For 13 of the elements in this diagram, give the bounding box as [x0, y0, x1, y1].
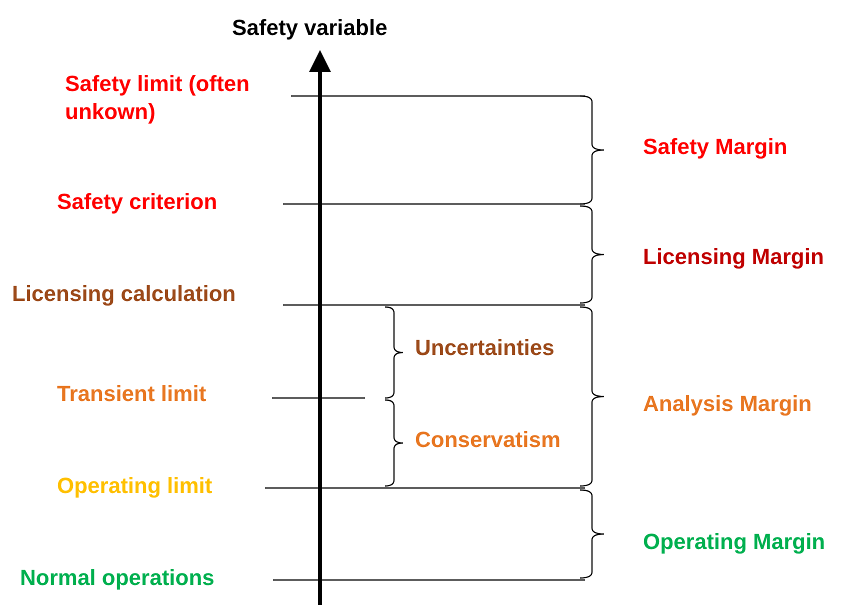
axis-title: Safety variable: [232, 14, 388, 42]
bracket-label: Uncertainties: [415, 334, 554, 362]
margin-label: Operating Margin: [643, 528, 826, 556]
margin-label: Safety Margin: [643, 133, 788, 161]
level-label: Safety criterion: [57, 188, 218, 216]
bracket-label: Conservatism: [415, 426, 561, 454]
level-label: Normal operations: [20, 564, 214, 592]
margin-label: Licensing Margin: [643, 243, 824, 271]
level-label: Operating limit: [57, 472, 212, 500]
level-label: Safety limit (often unkown): [65, 70, 251, 126]
margin-label: Analysis Margin: [643, 390, 812, 418]
level-label: Transient limit: [57, 380, 206, 408]
level-label: Licensing calculation: [12, 280, 236, 308]
